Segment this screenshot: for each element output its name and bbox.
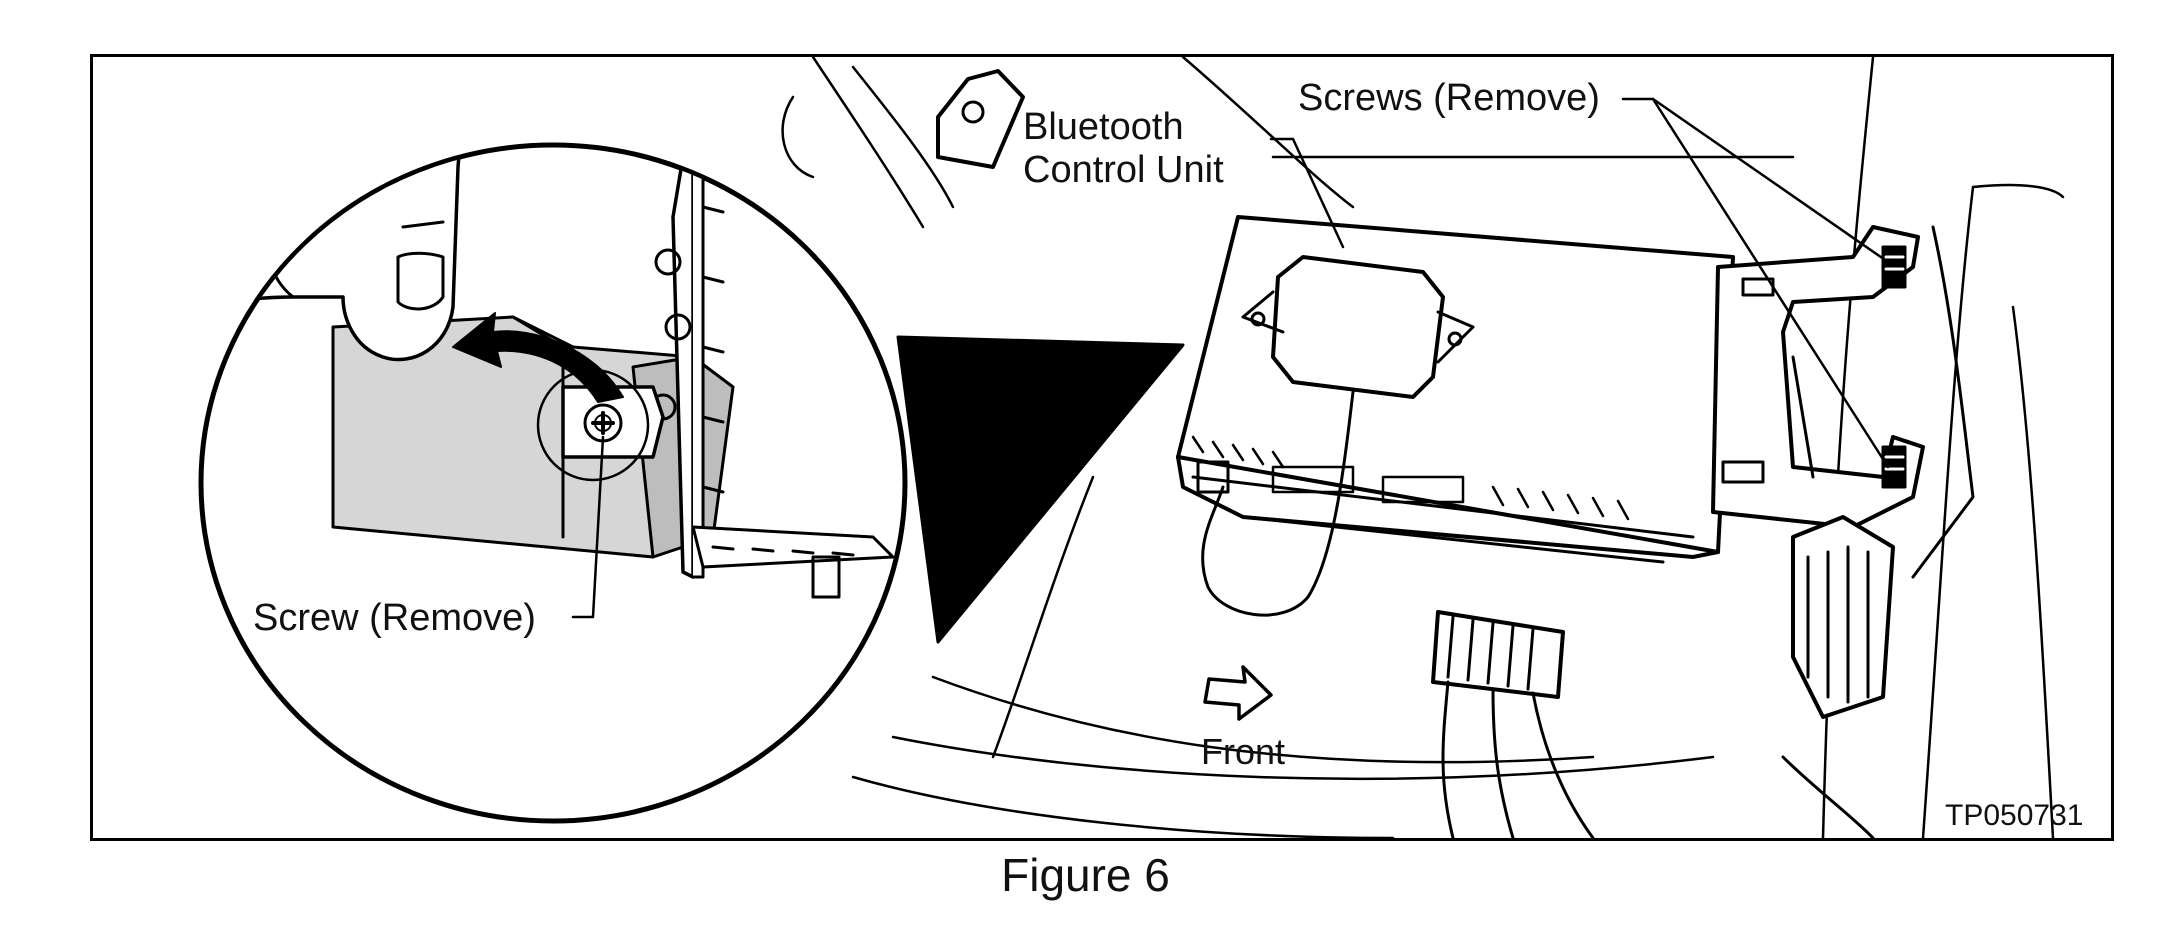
screw-upper-right: [1881, 245, 1907, 289]
label-screws-remove: Screws (Remove): [1298, 77, 1600, 119]
label-bluetooth-line1: Bluetooth: [1023, 106, 1184, 148]
dash-bracket: [936, 69, 1025, 169]
reference-code: TP050731: [1945, 799, 2084, 832]
bluetooth-control-unit: [1176, 215, 1735, 617]
dashboard-trim-lines: [781, 57, 2065, 838]
figure-caption: Figure 6: [1001, 849, 1170, 901]
screw-lower-right: [1881, 445, 1907, 489]
magnification-wedge: [896, 335, 1185, 644]
screw-inset: [583, 403, 623, 443]
harness-connector-center: [1431, 610, 1595, 838]
rotation-arrow-icon: [452, 312, 624, 403]
label-front: Front: [1201, 731, 1286, 772]
harness-connector-right: [1781, 515, 1895, 838]
label-bluetooth-control-unit: Bluetooth Control Unit: [1023, 106, 1224, 191]
illustration-frame: Bluetooth Control Unit Screws (Remove) S…: [90, 54, 2114, 841]
label-bluetooth-line2: Control Unit: [1023, 148, 1224, 191]
leader-lines: [571, 97, 1890, 619]
technical-illustration: [198, 57, 2065, 838]
mounting-bracket: [1711, 225, 1975, 579]
front-arrow-icon: [1203, 665, 1273, 721]
inset-detail: [198, 142, 908, 824]
label-screw-remove: Screw (Remove): [253, 597, 536, 639]
